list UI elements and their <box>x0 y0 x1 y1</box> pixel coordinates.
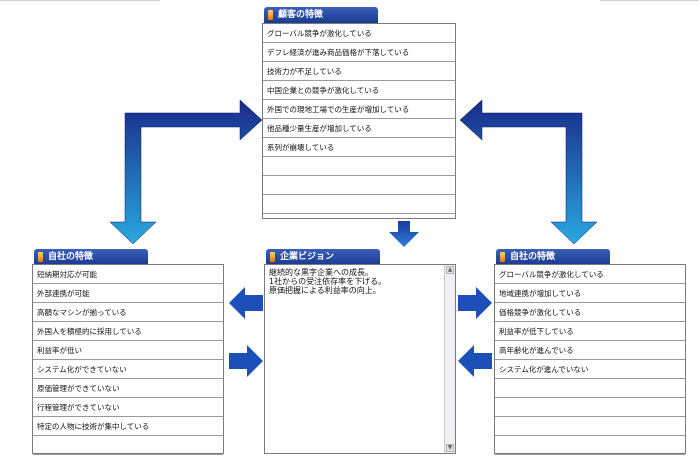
list-item: 他品種少量生産が増加している <box>263 119 455 138</box>
vision-line: 原価把握による利益率の向上。 <box>269 286 381 295</box>
tab-marker-icon <box>38 252 43 262</box>
list-item: 外部連携が可能 <box>33 284 223 303</box>
vision-tab: 企業ビジョン <box>266 249 380 265</box>
tab-marker-icon <box>270 252 275 262</box>
list-item <box>495 398 685 417</box>
list-item <box>495 379 685 398</box>
list-item: 原価管理ができていない <box>33 379 223 398</box>
list-item <box>263 157 455 176</box>
vision-panel: 継続的な黒字企業への成長。 1社からの受注依存率を下げる。 原価把握による利益率… <box>264 264 456 454</box>
own-left-tab: 自社の特徴 <box>34 249 148 265</box>
list-item: 外国人を積極的に採用している <box>33 322 223 341</box>
vision-textarea[interactable]: 継続的な黒字企業への成長。 1社からの受注依存率を下げる。 原価把握による利益率… <box>265 265 455 298</box>
vision-scrollbar[interactable]: ▲ ▼ <box>444 265 455 453</box>
list-item <box>263 176 455 195</box>
list-item <box>263 195 455 214</box>
list-item: システム化ができていない <box>33 360 223 379</box>
list-item <box>495 436 685 455</box>
list-item <box>33 436 223 455</box>
list-item: グローバル競争が激化している <box>263 24 455 43</box>
list-item: 外国での現地工場での生産が増加している <box>263 100 455 119</box>
list-item: 利益率が低い <box>33 341 223 360</box>
list-item: 利益率が低下している <box>495 322 685 341</box>
arrow-customer-to-right <box>459 99 598 245</box>
list-item: 地域連携が増加している <box>495 284 685 303</box>
list-item: 特定の人物に技術が集中している <box>33 417 223 436</box>
list-item: 短納期対応が可能 <box>33 265 223 284</box>
own-left-title: 自社の特徴 <box>48 252 94 262</box>
customer-tab: 顧客の特徴 <box>264 7 378 23</box>
list-item: システム化が進んでいない <box>495 360 685 379</box>
arrow-customer-to-left <box>109 99 263 245</box>
scroll-down-icon[interactable]: ▼ <box>446 444 454 452</box>
top-divider-left <box>0 0 160 1</box>
list-item: 技術力が不足している <box>263 62 455 81</box>
scroll-up-icon[interactable]: ▲ <box>446 266 454 274</box>
list-item: 行程管理ができていない <box>33 398 223 417</box>
list-item: 価格競争が激化している <box>495 303 685 322</box>
vision-line: 継続的な黒字企業への成長。 <box>269 268 373 277</box>
vision-line: 1社からの受注依存率を下げる。 <box>269 277 387 286</box>
own-right-tab: 自社の特徴 <box>496 249 610 265</box>
own-right-panel: グローバル競争が激化している 地域連携が増加している 価格競争が激化している 利… <box>494 264 686 455</box>
arrow-vision-to-left <box>229 287 263 319</box>
list-item: 高年齢化が進んでいる <box>495 341 685 360</box>
list-item: 高額なマシンが揃っている <box>33 303 223 322</box>
tab-marker-icon <box>500 252 505 262</box>
top-divider-right <box>600 0 699 1</box>
list-item <box>495 417 685 436</box>
list-item: 系列が崩壊している <box>263 138 455 157</box>
vision-title: 企業ビジョン <box>280 252 335 262</box>
tab-marker-icon <box>268 10 273 20</box>
arrow-left-to-vision <box>229 345 263 377</box>
customer-title: 顧客の特徴 <box>278 10 324 20</box>
arrow-customer-to-vision <box>389 221 419 247</box>
list-item: グローバル競争が激化している <box>495 265 685 284</box>
arrow-vision-to-right <box>458 287 492 319</box>
own-right-title: 自社の特徴 <box>510 252 556 262</box>
own-left-panel: 短納期対応が可能 外部連携が可能 高額なマシンが揃っている 外国人を積極的に採用… <box>32 264 224 455</box>
list-item: 中国企業との競争が激化している <box>263 81 455 100</box>
arrow-right-to-vision <box>458 345 492 377</box>
customer-panel: グローバル競争が激化している デフレ経済が進み商品価格が下落している 技術力が不… <box>262 23 456 219</box>
list-item: デフレ経済が進み商品価格が下落している <box>263 43 455 62</box>
